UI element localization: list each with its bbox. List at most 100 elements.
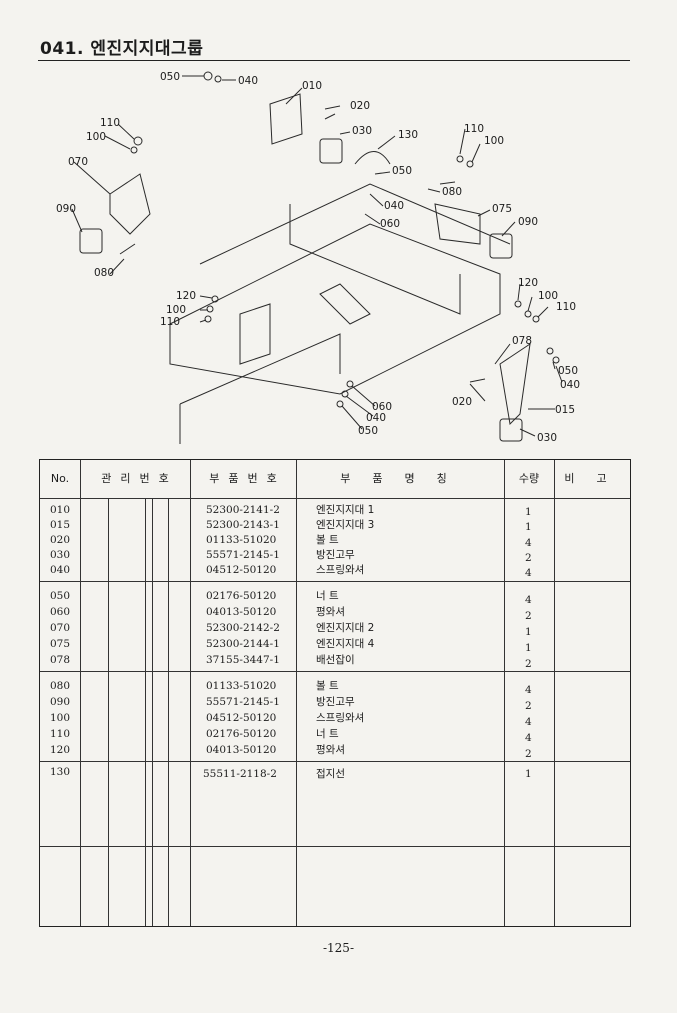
- cell-part-no: 55511-2118-2: [203, 768, 277, 780]
- cell-part-name: 스프링와셔: [316, 564, 365, 576]
- callout: 040: [560, 379, 580, 391]
- cell-part-no: 52300-2144-1: [206, 638, 280, 650]
- cell-part-no: 01133-51020: [206, 680, 277, 692]
- washer-060: [346, 380, 354, 388]
- page-number: -125-: [322, 941, 354, 955]
- header-remark: 비고: [564, 472, 629, 485]
- callout: 100: [166, 304, 186, 316]
- callout: 070: [68, 156, 88, 168]
- parts-table: No. 관리번호 부품번호 부품명칭 수량 비고 010 52300-2141-…: [39, 459, 631, 927]
- mount-090-left: [79, 228, 103, 254]
- bracket-015: [499, 342, 531, 426]
- cell-part-name: 평와셔: [316, 744, 345, 756]
- cell-part-name: 엔진지지대 3: [316, 519, 375, 531]
- cell-no: 060: [50, 606, 71, 618]
- washer-120: [211, 295, 219, 303]
- cell-part-name: 방진고무: [316, 696, 355, 708]
- cell-no: 100: [50, 712, 71, 724]
- col-divider: [145, 498, 146, 926]
- callout: 110: [160, 316, 180, 328]
- page-title: 041. 엔진지지대그룹: [40, 39, 204, 59]
- upper-rail: [199, 183, 511, 265]
- washer-100b: [206, 305, 214, 313]
- cell-part-no: 02176-50120: [206, 728, 277, 740]
- mount-030-top: [319, 138, 343, 164]
- header-part-name: 부품명칭: [340, 472, 469, 485]
- washer-100c: [466, 160, 474, 168]
- callout: 060: [372, 401, 392, 413]
- callout: 010: [302, 80, 322, 92]
- bracket-075: [434, 203, 481, 245]
- cell-part-no: 04512-50120: [206, 564, 277, 576]
- callout: 090: [56, 203, 76, 215]
- cell-part-no: 52300-2141-2: [206, 504, 280, 516]
- col-divider: [296, 460, 297, 926]
- cell-part-name: 평와셔: [316, 606, 345, 618]
- callout: 120: [518, 277, 538, 289]
- cell-part-no: 52300-2143-1: [206, 519, 280, 531]
- washer-040: [214, 75, 222, 83]
- cell-part-no: 01133-51020: [206, 534, 277, 546]
- mount-090-right: [489, 233, 513, 259]
- cell-no: 080: [50, 680, 71, 692]
- group-rule: [40, 761, 630, 762]
- cell-no: 030: [50, 549, 71, 561]
- bolts: [119, 113, 486, 383]
- cell-part-no: 04512-50120: [206, 712, 277, 724]
- washer-100: [130, 146, 138, 154]
- washer-100d: [524, 310, 532, 318]
- cell-qty: 4: [525, 567, 532, 579]
- nut-050c: [336, 400, 344, 408]
- cell-qty: 2: [525, 658, 532, 670]
- callout: 060: [380, 218, 400, 230]
- cell-qty: 4: [525, 732, 532, 744]
- cell-part-name: 엔진지지대 1: [316, 504, 375, 516]
- strap-130: [354, 151, 391, 165]
- cell-qty: 1: [525, 521, 532, 533]
- cell-part-no: 04013-50120: [206, 744, 277, 756]
- cell-part-name: 너 트: [316, 728, 339, 740]
- cell-no: 010: [50, 504, 71, 516]
- cell-qty: 2: [525, 700, 532, 712]
- callout: 050: [558, 365, 578, 377]
- callout: 100: [86, 131, 106, 143]
- cell-no: 075: [50, 638, 71, 650]
- header-rule: [40, 498, 630, 499]
- callout: 090: [518, 216, 538, 228]
- cell-part-name: 방진고무: [316, 549, 355, 561]
- washer-040c: [341, 390, 349, 398]
- cell-qty: 4: [525, 537, 532, 549]
- callout: 040: [238, 75, 258, 87]
- bracket-010: [269, 93, 303, 145]
- cell-part-name: 볼 트: [316, 534, 339, 546]
- callout: 110: [464, 123, 484, 135]
- nut-110d: [532, 315, 540, 323]
- cell-part-name: 너 트: [316, 590, 339, 602]
- cell-part-name: 접지선: [316, 768, 345, 780]
- callout: 050: [392, 165, 412, 177]
- group-rule: [40, 846, 630, 847]
- callout: 075: [492, 203, 512, 215]
- callout: 080: [94, 267, 114, 279]
- cell-qty: 1: [525, 642, 532, 654]
- cell-qty: 1: [525, 506, 532, 518]
- bracket-070: [109, 173, 151, 235]
- cell-part-name: 엔진지지대 4: [316, 638, 375, 650]
- callout: 020: [350, 100, 370, 112]
- callout: 030: [352, 125, 372, 137]
- callout: 080: [442, 186, 462, 198]
- group-rule: [40, 671, 630, 672]
- cell-qty: 1: [525, 768, 532, 780]
- callout: 050: [358, 425, 378, 437]
- callout: 020: [452, 396, 472, 408]
- side-plate: [239, 303, 271, 365]
- nut-050: [203, 71, 213, 81]
- col-divider: [108, 498, 109, 926]
- cell-part-no: 55571-2145-1: [206, 696, 280, 708]
- cell-part-name: 엔진지지대 2: [316, 622, 375, 634]
- nut-110c: [456, 155, 464, 163]
- nut-110: [133, 136, 143, 146]
- col-divider: [504, 460, 505, 926]
- col-divider: [190, 460, 191, 926]
- callout: 030: [537, 432, 557, 444]
